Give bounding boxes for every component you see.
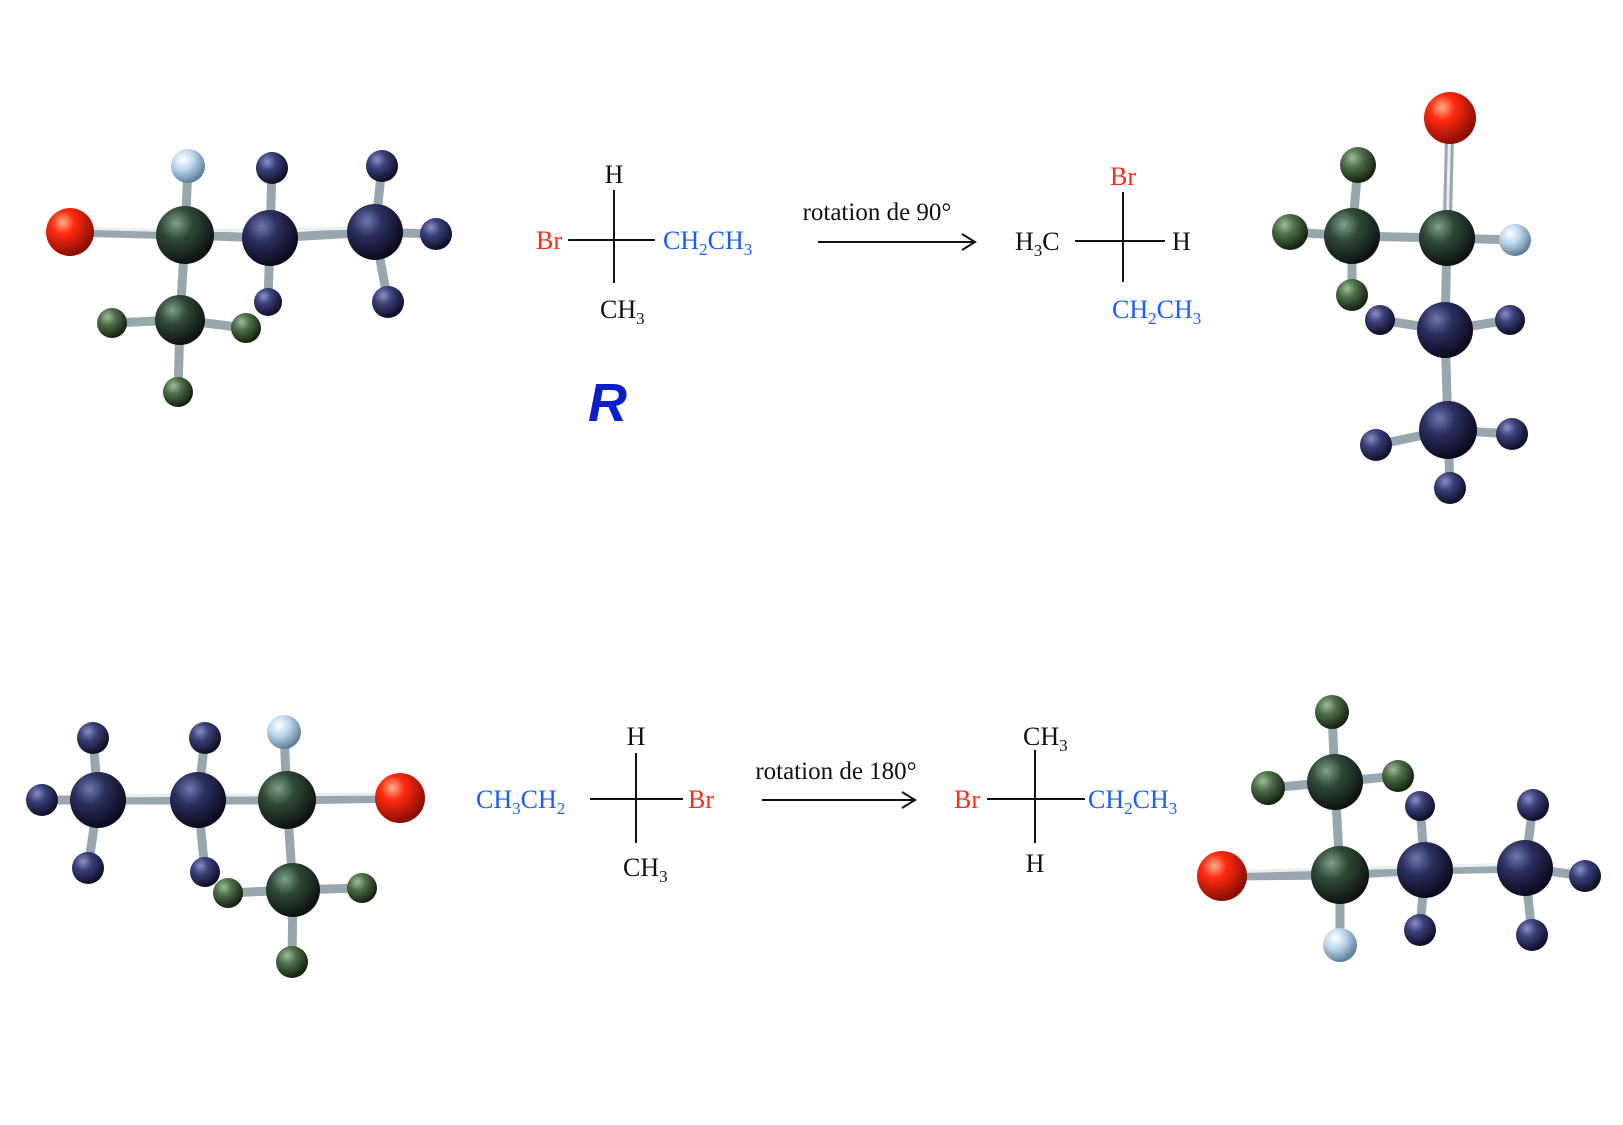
- atom-bromine: [1424, 92, 1476, 144]
- atom-h-blue: [366, 150, 398, 182]
- atom-h-blue: [26, 784, 58, 816]
- substituent-right-ethyl: CH2CH3: [1088, 785, 1177, 818]
- atom-carbon: [1497, 840, 1553, 896]
- substituent-bottom-methyl: CH3: [623, 853, 668, 886]
- atom-h-blue: [1365, 305, 1395, 335]
- atom-h-blue: [72, 852, 104, 884]
- fischer-projection-1b: Br H3C H CH2CH3: [1015, 162, 1201, 328]
- atom-carbon: [1417, 302, 1473, 358]
- substituent-top-methyl: CH3: [1023, 722, 1068, 755]
- atom-h-blue: [190, 857, 220, 887]
- atom-carbon: [347, 204, 403, 260]
- bond-sticks: [1285, 113, 1520, 493]
- molecule-model-1b: [1272, 92, 1531, 504]
- atom-h-green: [1382, 760, 1414, 792]
- atom-h-blue: [1517, 789, 1549, 821]
- rotation-label: rotation de 180°: [755, 758, 916, 785]
- atom-stereocenter: [1311, 846, 1369, 904]
- substituent-bottom-ethyl: CH2CH3: [1112, 295, 1201, 328]
- atom-carbon: [1397, 842, 1453, 898]
- atom-carbon: [1307, 754, 1363, 810]
- atom-h-green: [276, 946, 308, 978]
- fischer-projection-1a: H Br CH2CH3 CH3: [536, 160, 752, 328]
- rotation-label: rotation de 90°: [803, 199, 952, 226]
- atom-h-blue: [256, 152, 288, 184]
- molecule-model-2b: [1197, 695, 1601, 962]
- atom-h-green: [213, 878, 243, 908]
- atom-h-blue: [420, 218, 452, 250]
- substituent-right-ethyl: CH2CH3: [663, 226, 752, 259]
- atom-carbon: [266, 863, 320, 917]
- substituent-top-h: H: [627, 722, 646, 751]
- atom-h-green: [231, 313, 261, 343]
- atom-h-blue: [1434, 472, 1466, 504]
- configuration-descriptor: R: [588, 373, 627, 433]
- bond-sticks: [65, 161, 441, 397]
- substituent-left-ethyl: CH3CH2: [476, 785, 565, 818]
- substituent-right-h: H: [1172, 227, 1191, 256]
- substituent-bottom-methyl: CH3: [600, 295, 645, 328]
- fischer-projection-2b: CH3 Br CH2CH3 H: [954, 722, 1177, 878]
- substituent-left-br: Br: [536, 226, 562, 255]
- atom-h-blue: [1404, 914, 1436, 946]
- atom-h-green: [1315, 695, 1349, 729]
- atom-h-blue: [77, 722, 109, 754]
- bond-sticks: [37, 727, 405, 967]
- atom-bromine: [1197, 851, 1247, 901]
- atom-bromine: [46, 208, 94, 256]
- atom-h-green: [97, 308, 127, 338]
- atom-h-blue: [1569, 860, 1601, 892]
- atom-stereocenter: [1419, 210, 1475, 266]
- molecule-model-2a: [26, 715, 425, 978]
- substituent-right-br: Br: [688, 785, 714, 814]
- atom-h-green: [347, 873, 377, 903]
- atom-hydrogen: [171, 149, 205, 183]
- atom-h-blue: [189, 722, 221, 754]
- atom-hydrogen: [1323, 928, 1357, 962]
- atom-h-blue: [1360, 429, 1392, 461]
- atom-h-blue: [372, 286, 404, 318]
- molecule-model-1a: [46, 149, 452, 407]
- substituent-bottom-h: H: [1026, 849, 1045, 878]
- atom-h-green: [1336, 279, 1368, 311]
- atom-carbon: [242, 210, 298, 266]
- atom-h-blue: [1496, 418, 1528, 450]
- atom-carbon: [1419, 401, 1477, 459]
- atom-carbon: [170, 772, 226, 828]
- atom-h-blue: [1516, 919, 1548, 951]
- substituent-top: H: [605, 160, 624, 189]
- atom-h-blue: [1495, 305, 1525, 335]
- atom-stereocenter: [156, 206, 214, 264]
- atom-carbon: [155, 295, 205, 345]
- atom-stereocenter: [258, 771, 316, 829]
- fischer-projection-2a: H CH3CH2 Br CH3: [476, 722, 714, 886]
- bond-sticks: [1217, 707, 1590, 950]
- atom-h-green: [1251, 771, 1285, 805]
- atom-h-blue: [254, 288, 282, 316]
- rotation-arrow-180: rotation de 180°: [755, 758, 917, 809]
- atom-h-green: [1272, 214, 1308, 250]
- atom-hydrogen: [267, 715, 301, 749]
- atom-hydrogen: [1499, 224, 1531, 256]
- atom-bromine: [375, 773, 425, 823]
- atom-carbon: [1324, 208, 1380, 264]
- rotation-arrow-90: rotation de 90°: [803, 199, 977, 251]
- atom-h-green: [1340, 147, 1376, 183]
- substituent-left-methyl: H3C: [1015, 227, 1060, 260]
- substituent-left-br: Br: [954, 785, 980, 814]
- atom-carbon: [70, 772, 126, 828]
- atom-h-green: [163, 377, 193, 407]
- substituent-top-br: Br: [1110, 162, 1136, 191]
- atom-h-blue: [1405, 791, 1435, 821]
